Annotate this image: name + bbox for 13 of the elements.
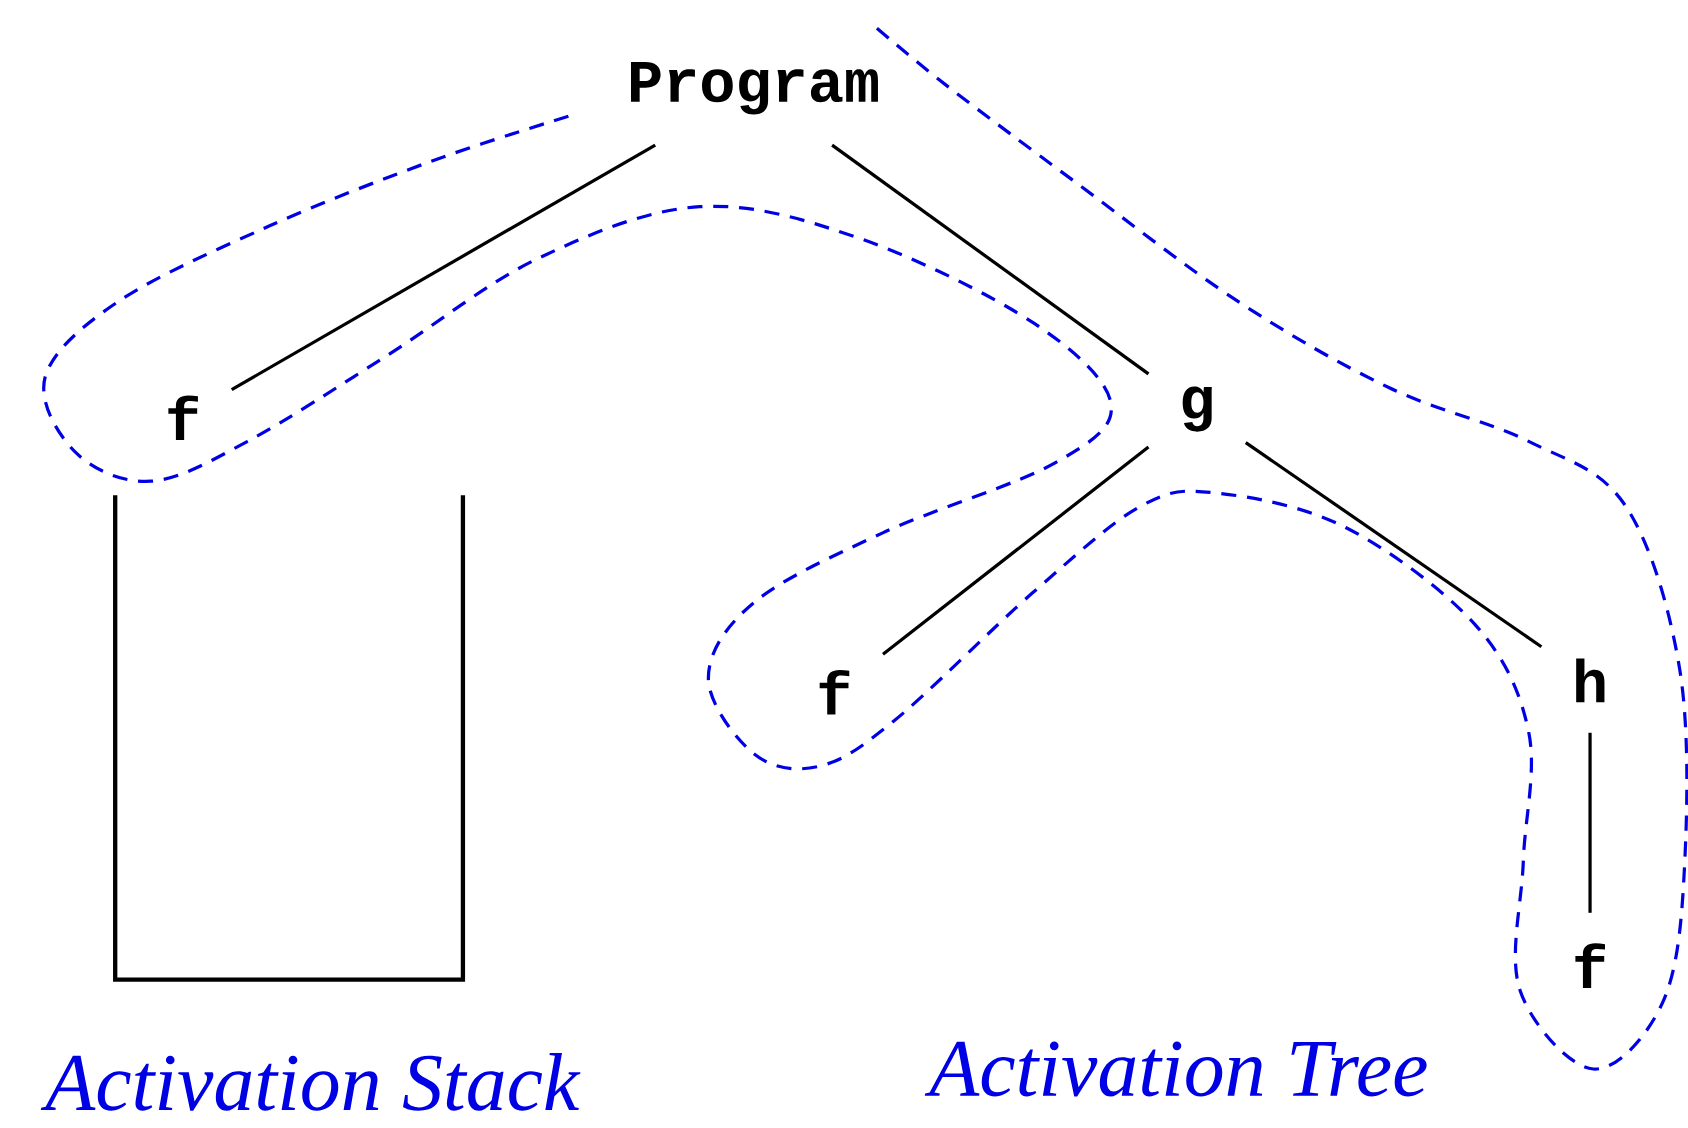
caption-title: Activation Stack xyxy=(40,1053,581,1111)
tree-edge xyxy=(882,445,1150,656)
tree-node-label: Program xyxy=(631,61,878,115)
tree-node-label: f xyxy=(168,395,198,440)
tree-node-label: g xyxy=(1182,386,1212,432)
caption-title: Activation Tree xyxy=(924,1041,1427,1097)
tree-node-label: f xyxy=(1575,943,1605,988)
tree-node-label: f xyxy=(819,669,850,715)
tree-edge xyxy=(230,143,657,391)
tree-node-label: h xyxy=(1576,658,1605,703)
tree-edge xyxy=(1588,732,1592,913)
tree-edge xyxy=(831,143,1150,376)
tree-edge xyxy=(1244,441,1543,648)
